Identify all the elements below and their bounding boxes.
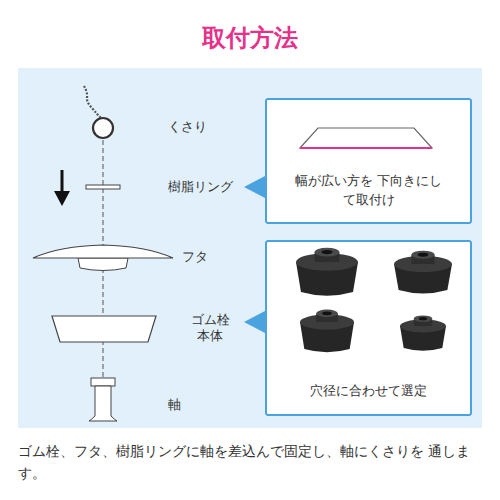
part-label-wrap: 樹脂リング: [168, 179, 248, 195]
plug-hub-top: [414, 315, 432, 321]
box-text: 穴径に合わせて選定: [279, 382, 459, 401]
shaft: [89, 386, 117, 421]
part-label-wrap: フタ: [182, 249, 242, 265]
lid-under: [78, 258, 128, 271]
rubber-plug: [400, 315, 446, 350]
down-arrow: [61, 170, 64, 193]
plug-body: [52, 316, 156, 342]
ring-section: [300, 128, 432, 148]
part-label: 樹脂リング: [168, 179, 233, 194]
box-ground: [265, 98, 472, 224]
rubber-plug: [394, 251, 452, 294]
plug-hub-top: [315, 248, 340, 257]
info-box: 幅が広い方を 下向きにして取付け: [265, 98, 472, 224]
part-label-wrap: ゴム栓 本体: [188, 312, 232, 345]
info-box: 穴径に合わせて選定: [265, 240, 472, 416]
rubber-plug: [296, 248, 358, 296]
caption: ゴム栓、フタ、樹脂リングに軸を差込んで固定し、軸にくさりを 通します。: [18, 443, 470, 481]
rubber-plug: [300, 310, 354, 353]
part-label: くさり: [168, 119, 207, 134]
chain-ring: [93, 118, 113, 138]
plug-hole: [322, 312, 332, 316]
part-label: フタ: [182, 249, 208, 264]
plug-hub-top: [411, 251, 434, 259]
plug-hole: [321, 250, 332, 254]
plug-set: [296, 248, 452, 352]
plug-hole: [419, 317, 427, 320]
chain: [84, 86, 101, 118]
box-text: 幅が広い方を 下向きにして取付け: [294, 172, 444, 210]
title-wrap: 取付方法: [0, 22, 500, 54]
part-label: 軸: [168, 397, 181, 412]
pointer-triangle: [244, 311, 265, 333]
box-ground: [265, 240, 472, 416]
part-label: ゴム栓 本体: [191, 312, 230, 343]
wide-side-mark: [300, 147, 432, 149]
down-arrow-head: [54, 191, 70, 206]
plug-hole: [418, 253, 428, 257]
lid: [33, 245, 173, 258]
pointer-triangle: [244, 176, 265, 198]
panel: [18, 68, 482, 428]
part-label-wrap: 軸: [168, 397, 208, 413]
caption-wrap: ゴム栓、フタ、樹脂リングに軸を差込んで固定し、軸にくさりを 通します。: [18, 440, 484, 485]
part-label-wrap: くさり: [168, 119, 248, 135]
resin-ring: [86, 185, 120, 189]
plug-hub-top: [316, 310, 338, 318]
shaft-cap: [91, 378, 115, 386]
title: 取付方法: [202, 24, 298, 52]
